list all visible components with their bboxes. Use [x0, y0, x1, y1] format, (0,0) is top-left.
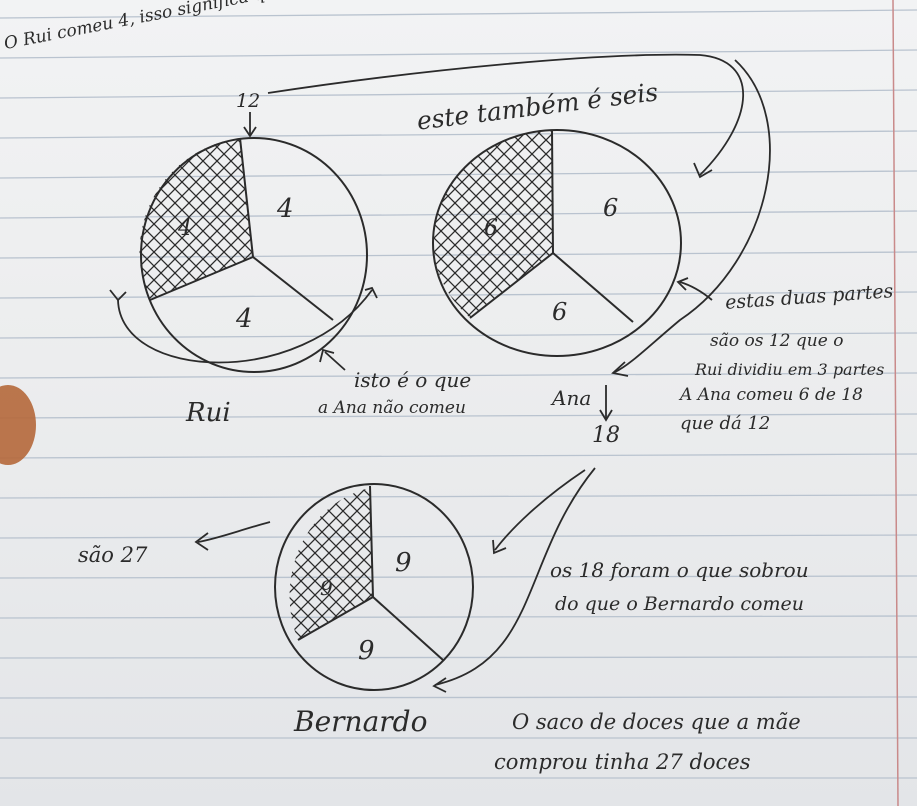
- bernardo-hatched-slice: [289, 488, 373, 640]
- ana-slice-label: 6: [552, 298, 568, 326]
- label-18: 18: [592, 423, 620, 448]
- final-line2: comprou tinha 27 doces: [494, 750, 751, 774]
- isto-line2: a Ana não comeu: [318, 398, 466, 418]
- ana-hatched-slice: [432, 130, 553, 318]
- rui-hatched-slice: [139, 138, 253, 300]
- estas-line2: são os 12 que o: [710, 331, 844, 351]
- rui-slice-label: 4: [277, 194, 294, 224]
- os18-line2: do que o Bernardo comeu: [555, 593, 804, 615]
- os18-line1: os 18 foram o que sobrou: [550, 558, 809, 582]
- rui-slice-label: 4: [236, 304, 253, 334]
- margin-line: [892, 0, 899, 806]
- rui-pie: [139, 137, 368, 373]
- ana-slice-label: 6: [603, 194, 619, 222]
- rui-slice-label: 4: [178, 216, 192, 241]
- ana-slice-label: 6: [484, 216, 498, 241]
- isto-line1: isto é o que: [354, 368, 472, 392]
- bernardo-slice-label: 9: [320, 576, 333, 600]
- ana-pie: [432, 129, 682, 357]
- bernardo-pie: [274, 483, 474, 691]
- rui-name: Rui: [186, 398, 231, 428]
- estas-line3: Rui dividiu em 3 partes: [695, 360, 885, 379]
- final-line1: O saco de doces que a mãe: [512, 710, 801, 734]
- ana-name: Ana: [552, 386, 592, 410]
- arrows: [109, 53, 771, 693]
- bernardo-slice-label: 9: [395, 548, 412, 578]
- finger-shape: [0, 385, 36, 465]
- estas-line4: A Ana comeu 6 de 18: [680, 385, 863, 405]
- bernardo-slice-label: 9: [358, 636, 375, 666]
- estas-line5: que dá 12: [680, 413, 771, 434]
- bernardo-name: Bernardo: [294, 705, 428, 738]
- sao-27-text: são 27: [78, 543, 148, 567]
- label-12: 12: [236, 90, 261, 112]
